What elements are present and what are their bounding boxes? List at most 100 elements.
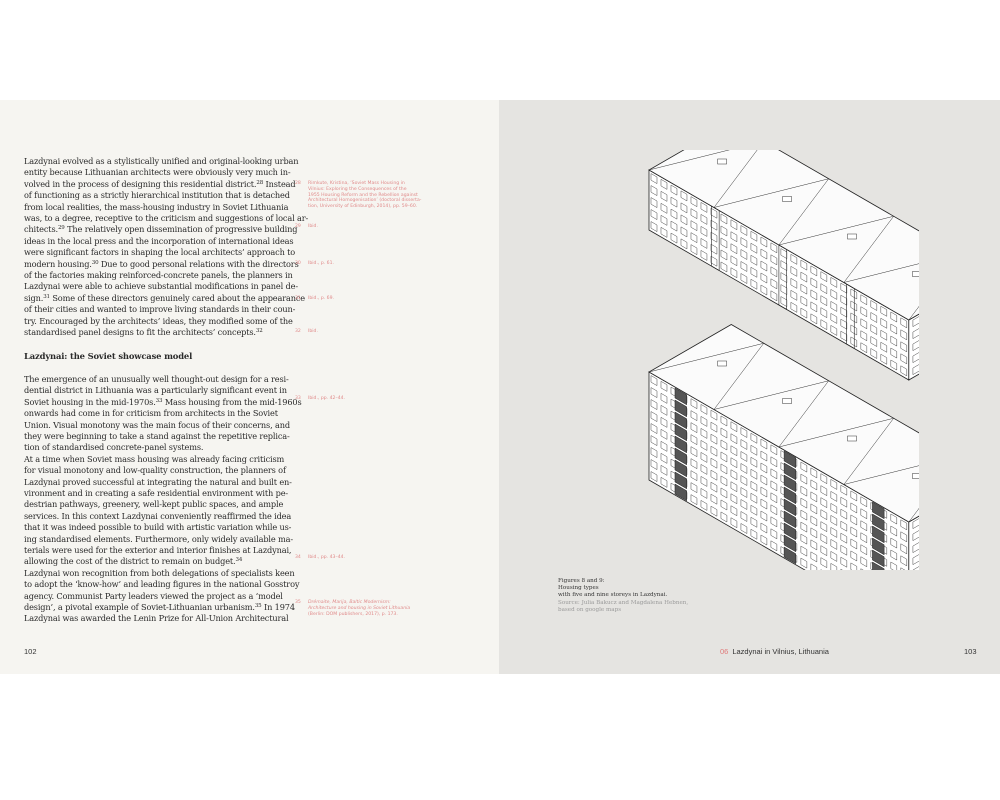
roof-vent	[847, 435, 857, 442]
window	[650, 185, 658, 197]
window	[680, 226, 688, 238]
stair-window	[872, 561, 885, 570]
stair-window	[674, 471, 687, 490]
window	[770, 290, 778, 302]
paragraph-3: At a time when Soviet mass housing was a…	[24, 454, 293, 568]
window	[660, 464, 668, 476]
window	[740, 487, 748, 498]
footnote-text: Architecture and housing in Soviet Lithu…	[308, 605, 411, 611]
window	[800, 473, 808, 485]
window	[870, 324, 878, 335]
window	[850, 514, 858, 526]
window	[760, 248, 768, 260]
window	[860, 318, 868, 330]
window	[700, 440, 708, 451]
window	[840, 544, 848, 556]
roof-vent	[912, 271, 919, 277]
page-number-right: 103	[964, 647, 977, 656]
footnote-ref: 34	[235, 557, 243, 564]
end-facade	[908, 515, 919, 570]
window	[720, 213, 728, 225]
window	[750, 468, 758, 480]
text-line: terials were used for the exterior and i…	[24, 545, 292, 555]
window	[650, 387, 658, 399]
window	[820, 509, 828, 521]
chapter-number: 06	[720, 647, 729, 656]
window	[700, 452, 708, 463]
window	[720, 427, 728, 439]
window	[770, 528, 778, 540]
window	[730, 243, 738, 255]
window	[680, 214, 688, 226]
window	[830, 313, 838, 324]
window	[830, 539, 838, 550]
footnote-text: Rimkute, Kristina, ‘Soviet Mass Housing …	[308, 181, 405, 186]
window	[670, 232, 678, 244]
window	[650, 209, 658, 221]
window	[730, 267, 738, 279]
window	[720, 511, 728, 523]
window	[840, 318, 848, 330]
caption-line: Housing types	[558, 585, 599, 592]
window	[690, 244, 698, 256]
roof-vent	[782, 398, 792, 404]
window	[850, 336, 858, 348]
window	[740, 439, 748, 450]
window	[770, 266, 778, 278]
window	[912, 542, 919, 554]
caption-source: based on google maps	[558, 606, 622, 613]
window	[650, 173, 658, 185]
window	[730, 231, 738, 243]
window	[740, 511, 748, 522]
footnote-text: Ibid., pp. 43–44.	[308, 555, 346, 560]
window	[770, 444, 778, 456]
window	[840, 306, 848, 318]
roof-vent	[717, 360, 727, 367]
window	[900, 341, 908, 353]
stair-window	[783, 450, 797, 469]
window	[900, 317, 908, 329]
window	[740, 499, 748, 510]
window	[690, 422, 698, 434]
window	[660, 416, 668, 428]
window	[750, 492, 758, 504]
window	[860, 532, 868, 544]
text-line: Lazdynai was awarded the Lenin Prize for…	[24, 613, 289, 624]
window	[860, 520, 868, 532]
footnote-number: 32	[295, 329, 301, 334]
window	[740, 225, 748, 236]
window	[760, 284, 768, 296]
text-line: were significant factors in shaping the …	[24, 247, 296, 258]
window	[750, 480, 758, 492]
window	[870, 300, 878, 311]
window	[800, 295, 808, 307]
window	[760, 260, 768, 272]
window	[800, 497, 808, 509]
chapter-title: Lazdynai in Vilnius, Lithuania	[732, 647, 829, 656]
window	[650, 471, 658, 483]
window	[700, 202, 708, 213]
caption-source: Source: Julia Bakucz and Magdalena Hebne…	[558, 599, 689, 606]
window	[900, 353, 908, 365]
window	[760, 438, 768, 450]
window	[720, 415, 728, 427]
paragraph-1: Lazdynai evolved as a stylistically unif…	[24, 156, 308, 339]
window	[710, 421, 718, 433]
window	[690, 196, 698, 208]
window	[770, 278, 778, 290]
window	[720, 451, 728, 463]
window	[730, 457, 738, 469]
stair-window	[674, 435, 687, 454]
left-page: Lazdynai evolved as a stylistically unif…	[0, 100, 499, 674]
window	[750, 242, 758, 254]
window	[770, 254, 778, 266]
window	[670, 220, 678, 232]
window	[710, 493, 718, 505]
footnote-text: Ibid., p. 69.	[308, 296, 334, 301]
footnote-text: tion, University of Edinburgh, 2014), pp…	[308, 204, 418, 210]
window	[790, 277, 798, 289]
window	[740, 523, 748, 534]
window	[690, 470, 698, 482]
window	[820, 473, 828, 485]
